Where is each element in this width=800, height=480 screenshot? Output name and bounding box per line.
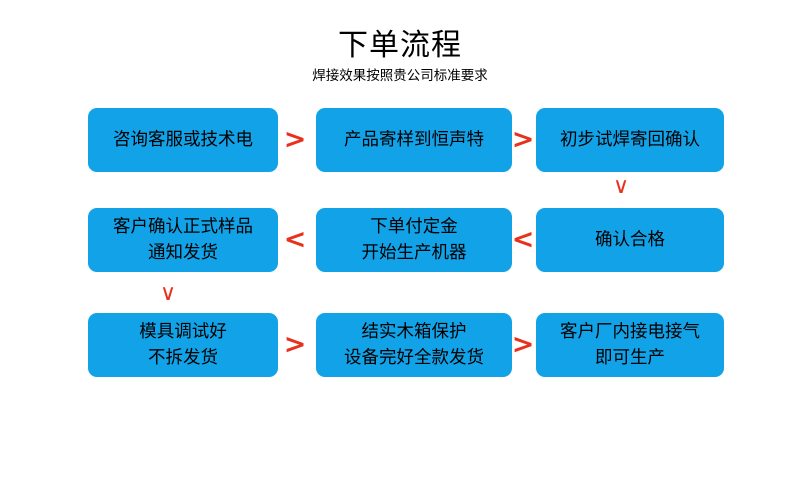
arrow-right-icon: > <box>511 124 535 155</box>
page-subtitle: 焊接效果按照贵公司标准要求 <box>312 68 488 84</box>
flow-node-line: 客户厂内接电接气 <box>560 322 700 342</box>
flow-node-line: 模具调试好 <box>139 322 227 342</box>
flow-node-line: 即可生产 <box>595 348 665 368</box>
flow-node-line: 下单付定金 <box>370 217 458 237</box>
flow-node-onsite-power-air-ready[interactable]: 客户厂内接电接气 即可生产 <box>536 313 724 377</box>
flow-node-line: 产品寄样到恒声特 <box>344 130 484 150</box>
arrow-right-icon: > <box>283 124 307 155</box>
flow-node-customer-confirm-sample[interactable]: 客户确认正式样品 通知发货 <box>88 208 278 272</box>
flow-node-line: 通知发货 <box>148 243 218 263</box>
flow-node-line: 初步试焊寄回确认 <box>560 130 700 150</box>
flow-row-1: 咨询客服或技术电 > 产品寄样到恒声特 > 初步试焊寄回确认 <box>0 108 800 172</box>
flow-node-line: 客户确认正式样品 <box>113 217 253 237</box>
arrow-left-icon: < <box>283 224 307 255</box>
flow-node-line: 确认合格 <box>595 230 665 250</box>
flow-node-line: 咨询客服或技术电 <box>113 130 253 150</box>
arrow-left-icon: < <box>511 224 535 255</box>
flow-node-trial-weld-return[interactable]: 初步试焊寄回确认 <box>536 108 724 172</box>
flow-node-line: 开始生产机器 <box>361 243 467 263</box>
arrow-down-icon: ∨ <box>159 281 177 306</box>
flow-row-3: 模具调试好 不拆发货 > 结实木箱保护 设备完好全款发货 > 客户厂内接电接气 … <box>0 313 800 377</box>
flow-node-line: 设备完好全款发货 <box>344 348 484 368</box>
header: 下单流程 焊接效果按照贵公司标准要求 <box>0 28 800 86</box>
flow-node-mold-debug-ship[interactable]: 模具调试好 不拆发货 <box>88 313 278 377</box>
arrow-right-icon: > <box>511 329 535 360</box>
flow-node-crate-protection-full-payment[interactable]: 结实木箱保护 设备完好全款发货 <box>316 313 512 377</box>
flow-node-consult-support[interactable]: 咨询客服或技术电 <box>88 108 278 172</box>
flow-node-confirm-qualified[interactable]: 确认合格 <box>536 208 724 272</box>
flow-row-2: 客户确认正式样品 通知发货 < 下单付定金 开始生产机器 < 确认合格 <box>0 208 800 272</box>
flow-node-send-sample[interactable]: 产品寄样到恒声特 <box>316 108 512 172</box>
arrow-down-icon: ∨ <box>612 174 630 199</box>
page-title: 下单流程 <box>338 28 462 63</box>
arrow-right-icon: > <box>283 329 307 360</box>
flow-node-line: 不拆发货 <box>148 348 218 368</box>
flow-node-deposit-start-production[interactable]: 下单付定金 开始生产机器 <box>316 208 512 272</box>
flow-node-line: 结实木箱保护 <box>361 322 467 342</box>
